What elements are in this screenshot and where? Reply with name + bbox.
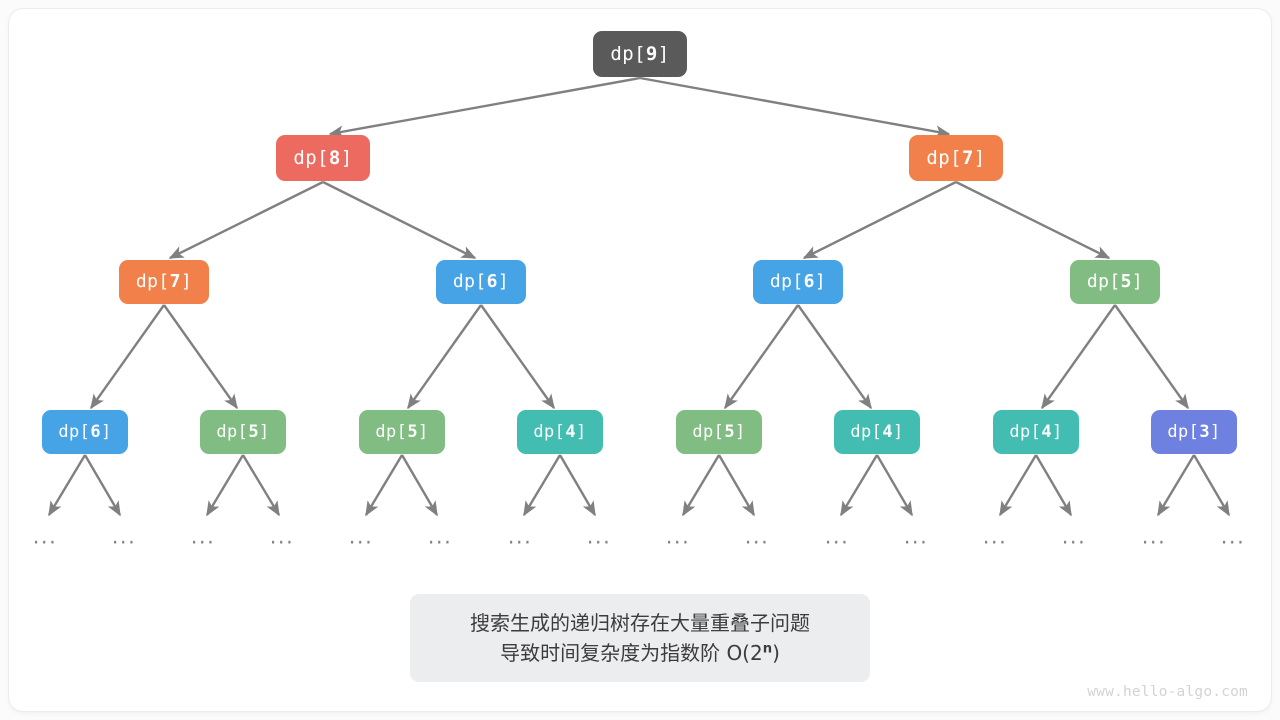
- tree-node-dp-6[interactable]: dp[6]: [436, 260, 526, 304]
- tree-node-dp-4[interactable]: dp[4]: [834, 410, 920, 454]
- node-label-prefix: dp[: [452, 271, 487, 292]
- ellipsis-marker: ...: [427, 524, 453, 549]
- ellipsis-marker: ...: [507, 524, 533, 549]
- node-label-prefix: dp[: [1167, 421, 1200, 442]
- node-index: 9: [645, 42, 658, 65]
- node-label-prefix: dp[: [58, 421, 91, 442]
- node-label-prefix: dp[: [293, 146, 329, 169]
- node-label-suffix: ]: [892, 421, 904, 442]
- node-label-prefix: dp[: [610, 42, 646, 65]
- node-label-suffix: ]: [1051, 421, 1063, 442]
- ellipsis-marker: ...: [982, 524, 1008, 549]
- ellipsis-marker: ...: [665, 524, 691, 549]
- ellipsis-marker: ...: [586, 524, 612, 549]
- tree-node-dp-6[interactable]: dp[6]: [753, 260, 843, 304]
- big-o-exponent: n: [762, 640, 773, 656]
- ellipsis-marker: ...: [1141, 524, 1167, 549]
- tree-node-dp-5[interactable]: dp[5]: [200, 410, 286, 454]
- tree-node-dp-5[interactable]: dp[5]: [359, 410, 445, 454]
- tree-node-dp-6[interactable]: dp[6]: [42, 410, 128, 454]
- node-label-prefix: dp[: [533, 421, 566, 442]
- tree-node-dp-9[interactable]: dp[9]: [593, 31, 687, 77]
- big-o-close: ): [772, 640, 780, 665]
- node-index: 5: [407, 421, 418, 442]
- ellipsis-marker: ...: [1220, 524, 1246, 549]
- node-label-prefix: dp[: [692, 421, 725, 442]
- ellipsis-marker: ...: [269, 524, 295, 549]
- tree-node-dp-5[interactable]: dp[5]: [676, 410, 762, 454]
- tree-node-dp-7[interactable]: dp[7]: [909, 135, 1003, 181]
- ellipsis-marker: ...: [111, 524, 137, 549]
- node-index: 4: [882, 421, 893, 442]
- ellipsis-marker: ...: [903, 524, 929, 549]
- node-label-prefix: dp[: [850, 421, 883, 442]
- node-index: 6: [90, 421, 101, 442]
- node-index: 6: [486, 271, 498, 292]
- caption-line-2-prefix: 导致时间复杂度为指数阶: [500, 640, 727, 665]
- node-label-suffix: ]: [417, 421, 429, 442]
- tree-node-dp-4[interactable]: dp[4]: [517, 410, 603, 454]
- big-o-notation: O(2n): [726, 641, 779, 665]
- tree-node-dp-8[interactable]: dp[8]: [276, 135, 370, 181]
- tree-node-dp-5[interactable]: dp[5]: [1070, 260, 1160, 304]
- ellipsis-marker: ...: [824, 524, 850, 549]
- node-label-prefix: dp[: [769, 271, 804, 292]
- node-label-prefix: dp[: [926, 146, 962, 169]
- node-index: 6: [803, 271, 815, 292]
- ellipsis-marker: ...: [1061, 524, 1087, 549]
- node-index: 5: [1120, 271, 1132, 292]
- node-label-suffix: ]: [100, 421, 112, 442]
- node-label-suffix: ]: [973, 146, 986, 169]
- node-index: 4: [1041, 421, 1052, 442]
- node-label-suffix: ]: [1131, 271, 1144, 292]
- tree-node-dp-7[interactable]: dp[7]: [119, 260, 209, 304]
- node-index: 4: [565, 421, 576, 442]
- node-label-suffix: ]: [657, 42, 670, 65]
- node-label-prefix: dp[: [216, 421, 249, 442]
- node-index: 5: [724, 421, 735, 442]
- node-index: 8: [328, 146, 341, 169]
- node-label-suffix: ]: [575, 421, 587, 442]
- big-o-base: O(2: [726, 640, 763, 665]
- ellipsis-marker: ...: [348, 524, 374, 549]
- node-label-suffix: ]: [734, 421, 746, 442]
- caption-line-2: 导致时间复杂度为指数阶 O(2n): [500, 640, 780, 665]
- caption-line-1: 搜索生成的递归树存在大量重叠子问题: [470, 610, 810, 635]
- tree-node-dp-4[interactable]: dp[4]: [993, 410, 1079, 454]
- node-label-suffix: ]: [258, 421, 270, 442]
- tree-node-dp-3[interactable]: dp[3]: [1151, 410, 1237, 454]
- ellipsis-marker: ...: [32, 524, 58, 549]
- ellipsis-marker: ...: [190, 524, 216, 549]
- caption-box: 搜索生成的递归树存在大量重叠子问题 导致时间复杂度为指数阶 O(2n): [410, 594, 870, 682]
- node-label-prefix: dp[: [1086, 271, 1121, 292]
- node-label-suffix: ]: [180, 271, 193, 292]
- node-label-prefix: dp[: [375, 421, 408, 442]
- ellipsis-marker: ...: [744, 524, 770, 549]
- node-index: 5: [248, 421, 259, 442]
- node-index: 7: [961, 146, 974, 169]
- watermark: www.hello-algo.com: [1087, 684, 1248, 700]
- node-label-suffix: ]: [814, 271, 827, 292]
- node-label-suffix: ]: [497, 271, 510, 292]
- node-label-prefix: dp[: [1009, 421, 1042, 442]
- node-label-prefix: dp[: [135, 271, 170, 292]
- node-label-suffix: ]: [1209, 421, 1221, 442]
- node-index: 3: [1199, 421, 1210, 442]
- node-label-suffix: ]: [340, 146, 353, 169]
- node-index: 7: [169, 271, 181, 292]
